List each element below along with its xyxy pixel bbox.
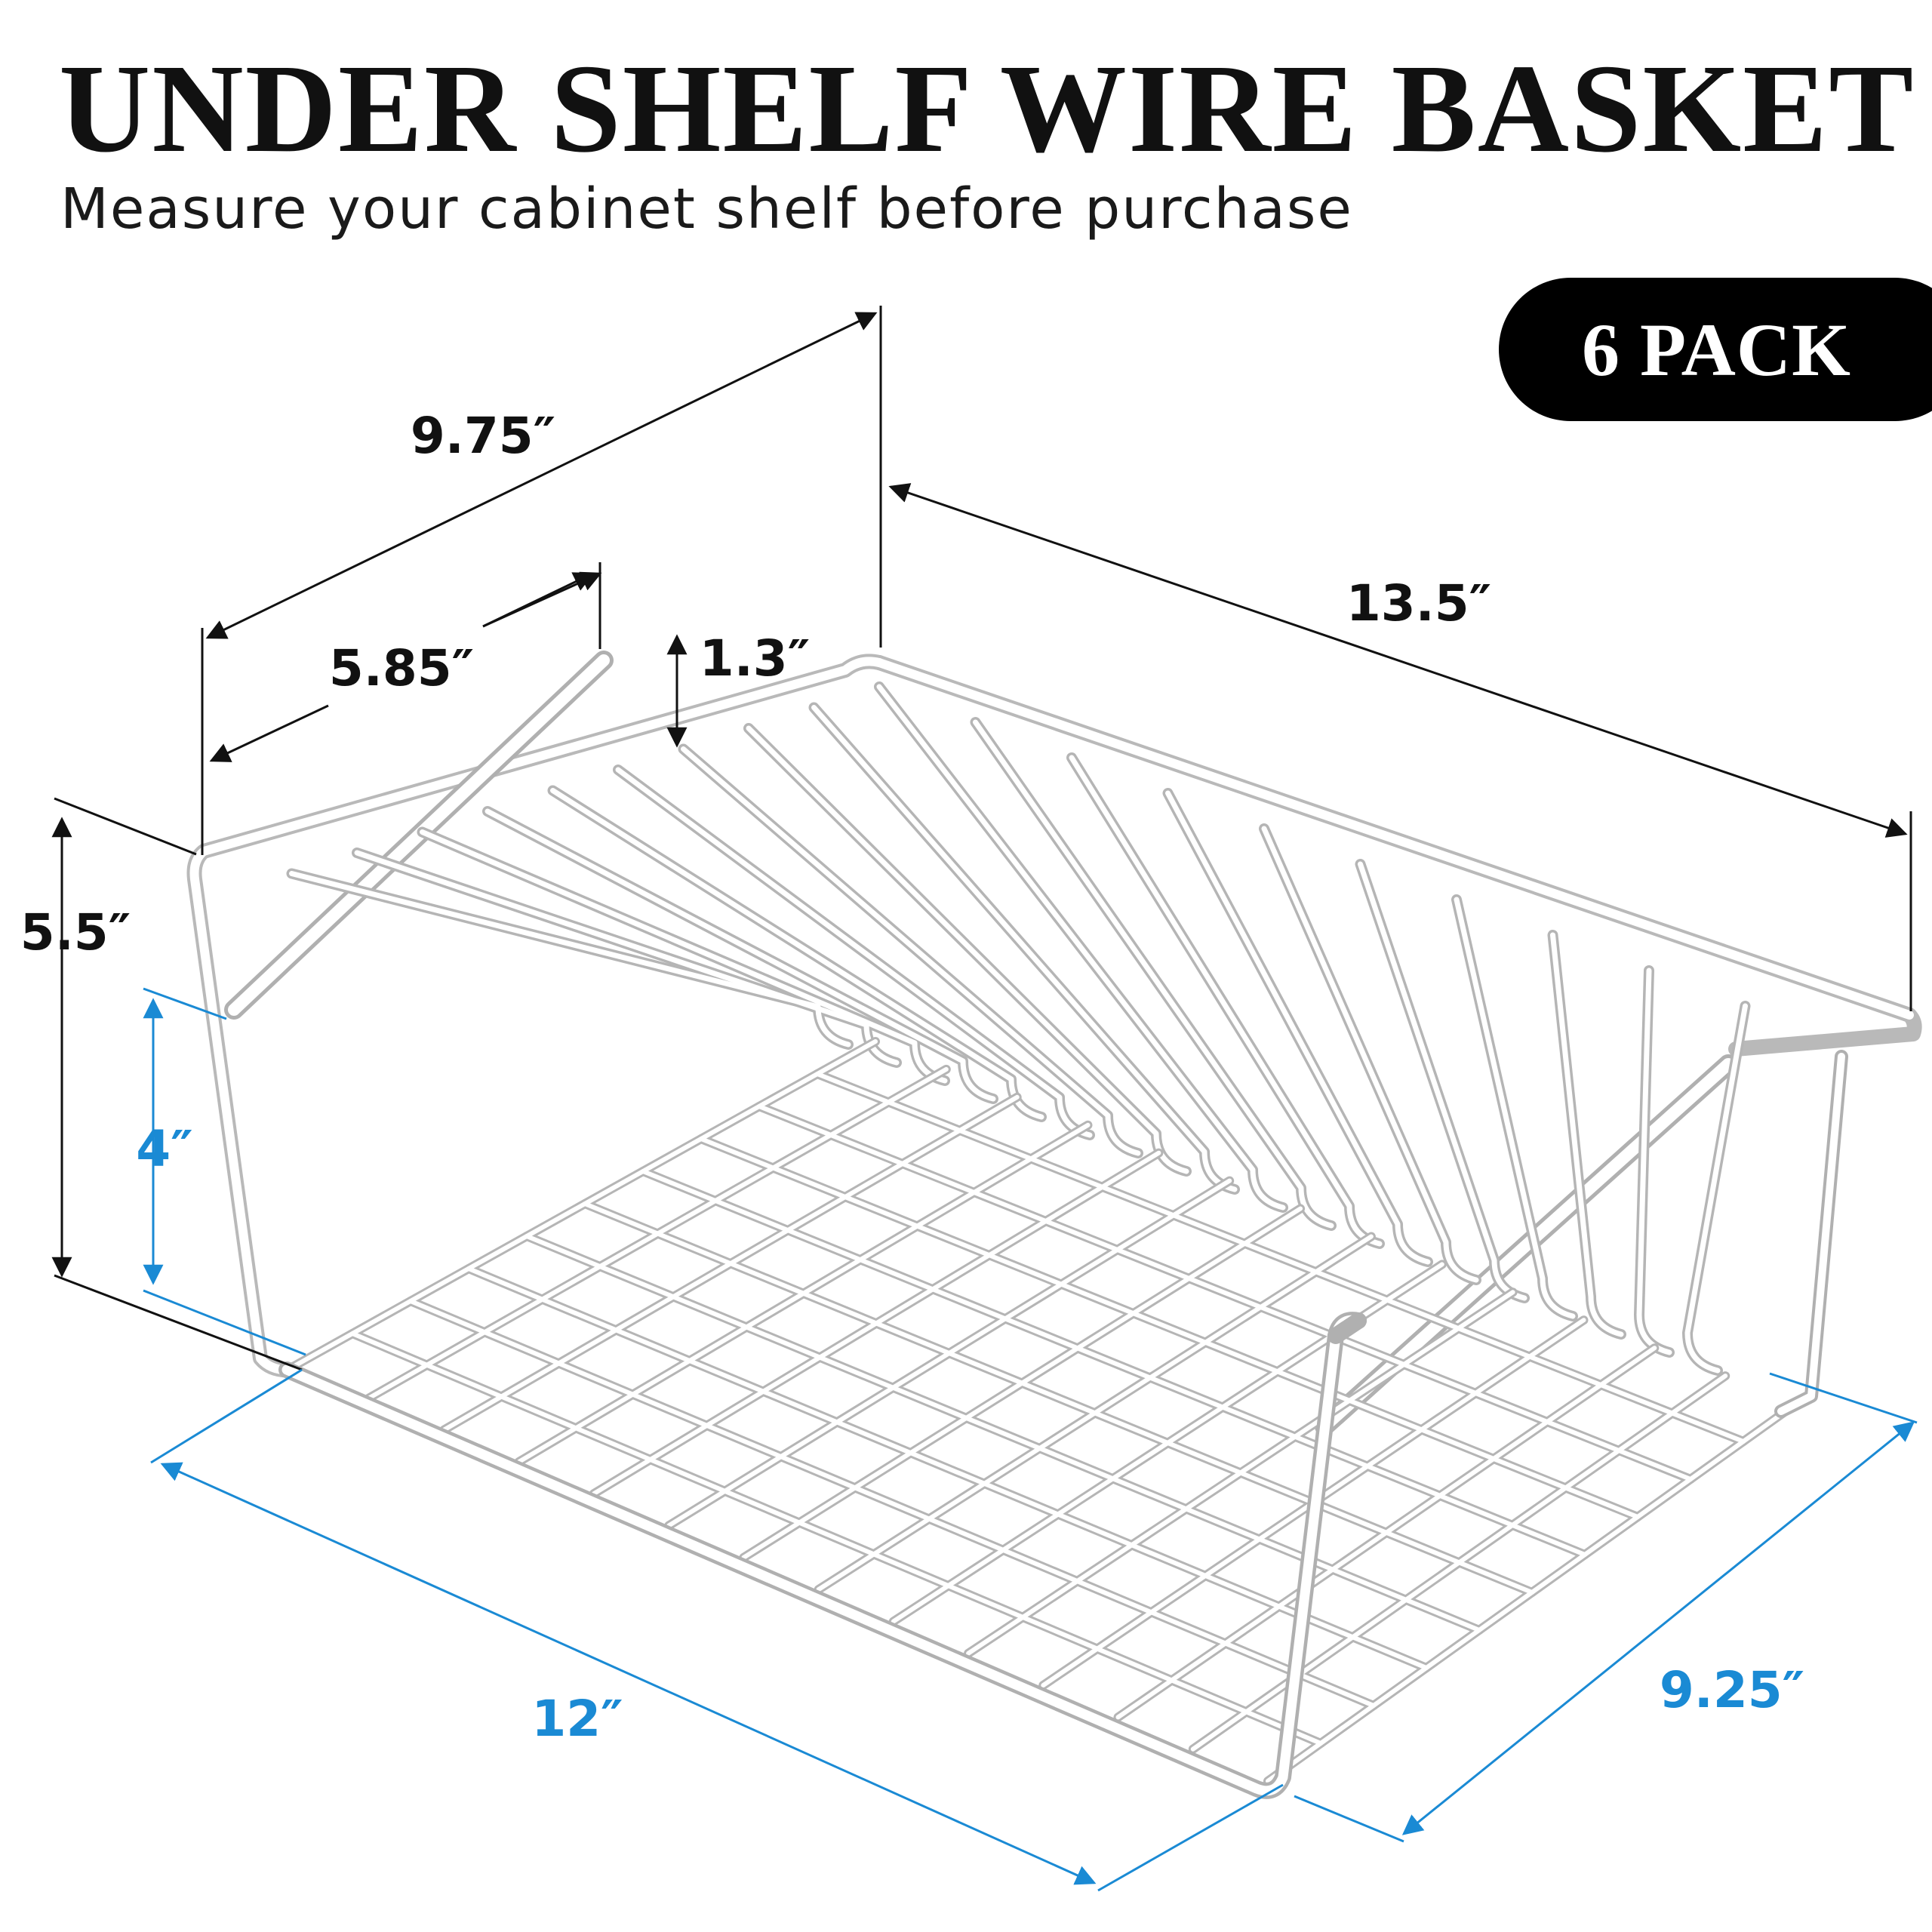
pack-count-label: 6 PACK [1582, 307, 1851, 392]
back-wire [1261, 826, 1479, 1283]
floor-wire [666, 1178, 1232, 1528]
wire-basket-illustration [186, 651, 1922, 1799]
back-wire [876, 684, 1286, 1211]
floor-wire [1115, 1346, 1657, 1720]
page-subtitle: Measure your cabinet shelf before purcha… [60, 177, 1353, 242]
back-wire [973, 719, 1334, 1229]
arm-gap-label: 1.3″ [700, 629, 810, 688]
floor-wire [516, 1122, 1091, 1464]
bottom-width-label: 12″ [531, 1690, 623, 1748]
dimension-lines-blue [143, 987, 1918, 1892]
dimension-lines [51, 306, 1912, 1371]
back-wire [615, 767, 1093, 1138]
depth-label: 9.75″ [411, 407, 555, 465]
bottom-depth-label: 9.25″ [1660, 1661, 1804, 1719]
floor-wire [966, 1290, 1515, 1656]
back-wire [1165, 790, 1431, 1265]
floor-wire [408, 1299, 1376, 1708]
dimension-labels: 9.75″ 13.5″ 5.85″ 1.3″ 5.5″ 4″ 12″ 9.25″ [20, 407, 1804, 1748]
width-top-label: 13.5″ [1346, 574, 1491, 632]
floor-wire [757, 1104, 1693, 1481]
arm-length-label: 5.85″ [329, 639, 474, 697]
floor-wire [367, 1066, 949, 1401]
total-height-label: 5.5″ [20, 903, 131, 961]
floor-wire [466, 1266, 1429, 1670]
floor-wire [591, 1150, 1161, 1497]
back-wire [1358, 861, 1527, 1301]
floor-wire [741, 1206, 1303, 1560]
back-wire [1069, 755, 1383, 1247]
back-wire [1684, 1003, 1748, 1374]
floor-wire [441, 1094, 1020, 1432]
back-wire [1550, 932, 1624, 1337]
floor-wire [525, 1234, 1481, 1632]
back-wire [1454, 897, 1576, 1319]
back-wire [485, 808, 996, 1102]
floor-wire [350, 1331, 1323, 1746]
back-wire [811, 705, 1238, 1192]
inner-height-label: 4″ [136, 1120, 192, 1178]
back-wire [1636, 968, 1672, 1355]
floor-wire [292, 1039, 878, 1368]
back-wire [681, 746, 1141, 1156]
page-title: UNDER SHELF WIRE BASKET [59, 38, 1915, 179]
floor-wire [583, 1201, 1534, 1595]
pack-count-badge: 6 PACK [1499, 278, 1932, 421]
floor-wire [815, 1072, 1746, 1444]
floor-wire [816, 1234, 1374, 1592]
floor-wire [699, 1137, 1640, 1519]
